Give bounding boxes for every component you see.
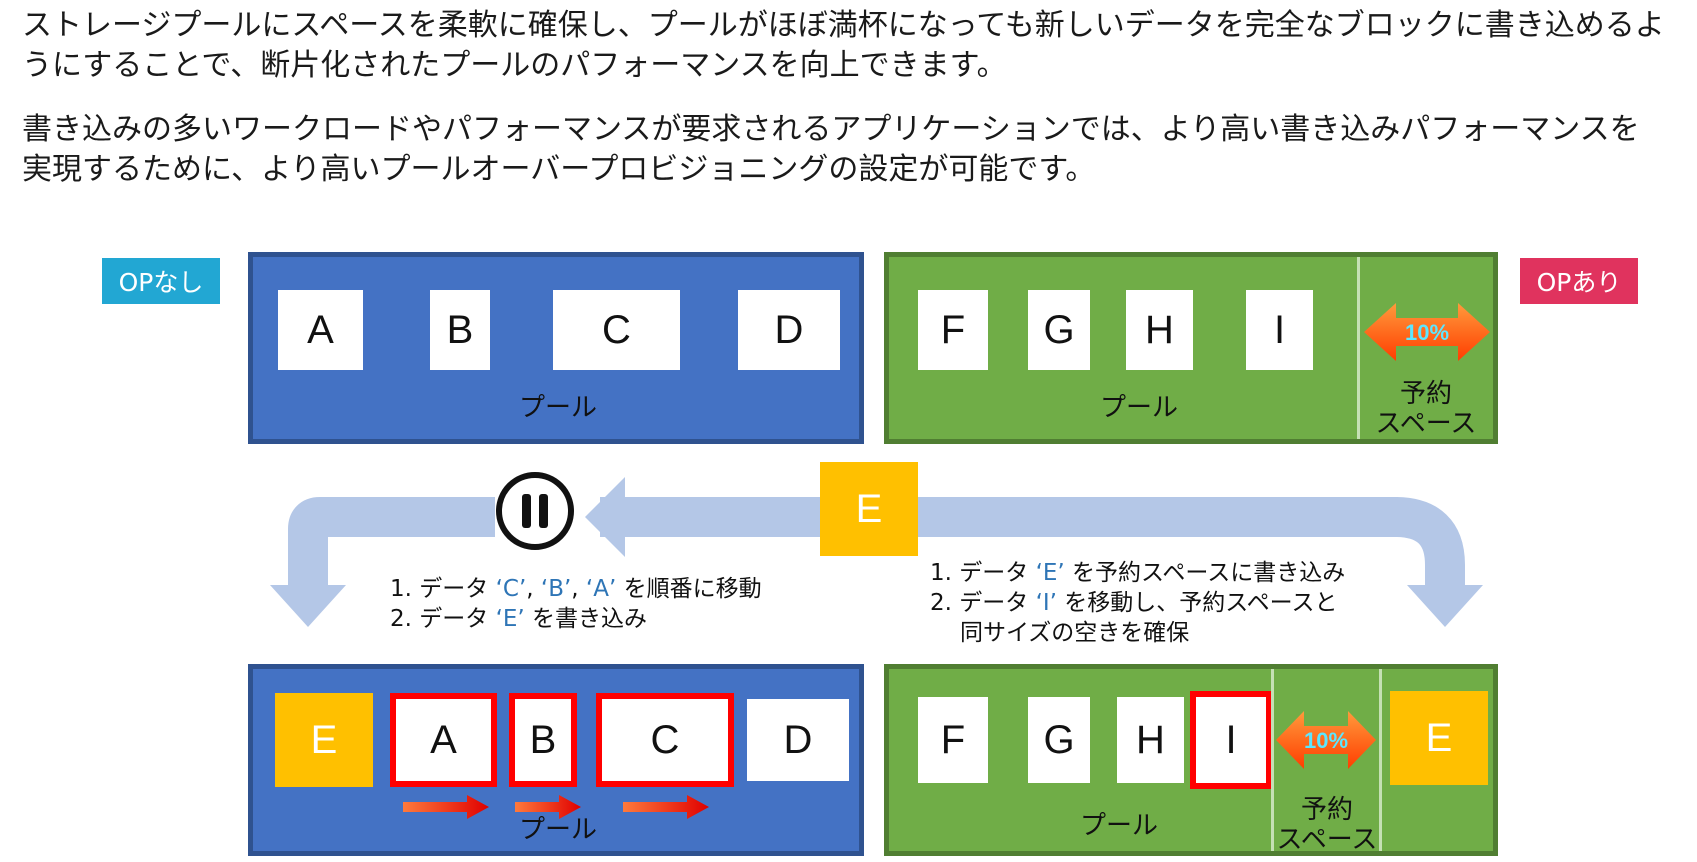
data-block-g: G: [1028, 290, 1090, 370]
moved-block-a: A: [390, 693, 497, 787]
pause-icon: [496, 472, 574, 550]
pool-with-op-after: F G H I 10% E プール 予約 スペース: [884, 664, 1498, 856]
steps-without-op: 1. データ ‘C’, ‘B’, ‘A’ を順番に移動 2. データ ‘E’ を…: [390, 574, 762, 634]
reserved-percent-label: 10%: [1404, 320, 1450, 345]
separator: ,: [526, 576, 541, 602]
step-2-continued: 同サイズの空きを確保: [960, 620, 1190, 646]
step-num: 1.: [930, 560, 952, 586]
pool-without-op-before: A B C D プール: [248, 252, 864, 444]
step-num: 1.: [390, 576, 412, 602]
step-text: データ: [959, 560, 1036, 586]
reserved-label-line1: 予約: [1399, 379, 1452, 409]
data-block-h: H: [1126, 290, 1193, 370]
quoted-block-i: ‘I’: [1035, 590, 1057, 616]
data-block-a: A: [278, 290, 363, 370]
reserved-space-divider-right: [1379, 669, 1382, 851]
step-1: 1. データ ‘E’ を予約スペースに書き込み: [930, 558, 1345, 588]
step-text: を移動し、予約スペースと: [1056, 590, 1338, 616]
step-text: データ: [419, 606, 496, 632]
data-block-f: F: [918, 290, 988, 370]
reserved-space-double-arrow: [1364, 303, 1490, 361]
steps-with-op: 1. データ ‘E’ を予約スペースに書き込み 2. データ ‘I’ を移動し、…: [930, 558, 1345, 648]
reserved-space-double-arrow: [1276, 711, 1376, 769]
quoted-block-c: ‘C’: [495, 576, 527, 602]
data-block-d: D: [747, 699, 849, 781]
flow-arrow-right-segment: [918, 497, 1398, 537]
reserved-label-line2: スペース: [1276, 825, 1378, 855]
quoted-block-b: ‘B’: [540, 576, 572, 602]
move-arrow-c-icon: [623, 795, 709, 819]
pool-with-op-before: F G H I 10% プール 予約 スペース: [884, 252, 1498, 444]
pool-without-op-after: E A B C D プール: [248, 664, 864, 856]
flow-arrow-down-left: [270, 497, 495, 627]
reserved-percent-label: 10%: [1303, 728, 1349, 753]
reserved-space-divider-left: [1271, 669, 1274, 851]
pool-label: プール: [518, 393, 597, 423]
step-text: データ: [959, 590, 1036, 616]
data-block-f: F: [918, 697, 988, 783]
data-block-e: E: [275, 693, 373, 787]
incoming-data-block-e: E: [820, 462, 918, 556]
step-text: データ: [419, 576, 496, 602]
reserved-space-divider: [1357, 257, 1360, 439]
step-num: 2.: [930, 590, 952, 616]
reserved-label-line2: スペース: [1375, 409, 1477, 439]
pool-label: プール: [1079, 811, 1158, 841]
data-block-d: D: [738, 290, 840, 370]
pool-label: プール: [518, 815, 597, 845]
intro-paragraph-2: 書き込みの多いワークロードやパフォーマンスが要求されるアプリケーションでは、より…: [22, 112, 1640, 187]
reserved-space-label: 予約 スペース: [1273, 795, 1381, 855]
tag-with-op: OPあり: [1520, 258, 1638, 304]
data-block-h: H: [1117, 697, 1184, 783]
move-arrow-b-icon: [515, 795, 581, 819]
quoted-block-a: ‘A’: [585, 576, 617, 602]
quoted-block-e: ‘E’: [495, 606, 525, 632]
tag-without-op: OPなし: [102, 258, 220, 304]
move-arrow-a-icon: [403, 795, 489, 819]
intro-paragraph-1: ストレージプールにスペースを柔軟に確保し、プールがほぼ満杯になっても新しいデータ…: [22, 8, 1665, 83]
flow-arrow-left-head: [585, 477, 625, 557]
step-text: を予約スペースに書き込み: [1064, 560, 1346, 586]
moved-block-i: I: [1190, 691, 1272, 789]
data-block-b: B: [430, 290, 490, 370]
step-2: 2. データ ‘I’ を移動し、予約スペースと: [930, 588, 1345, 618]
step-2: 2. データ ‘E’ を書き込み: [390, 604, 762, 634]
pool-label: プール: [1099, 393, 1178, 423]
step-text: を書き込み: [524, 606, 648, 632]
separator: ,: [571, 576, 586, 602]
step-text: を順番に移動: [616, 576, 762, 602]
data-block-c: C: [553, 290, 680, 370]
step-1: 1. データ ‘C’, ‘B’, ‘A’ を順番に移動: [390, 574, 762, 604]
flow-arrow-down-right: [1395, 497, 1483, 627]
data-block-g: G: [1028, 697, 1090, 783]
data-block-i: I: [1246, 290, 1313, 370]
flow-arrow-left-segment: [600, 497, 822, 537]
quoted-block-e: ‘E’: [1035, 560, 1065, 586]
data-block-e: E: [1390, 691, 1488, 785]
step-num: 2.: [390, 606, 412, 632]
moved-block-c: C: [596, 693, 734, 787]
moved-block-b: B: [509, 693, 577, 787]
reserved-label-line1: 予約: [1300, 795, 1353, 825]
reserved-space-label: 予約 スペース: [1361, 379, 1491, 439]
